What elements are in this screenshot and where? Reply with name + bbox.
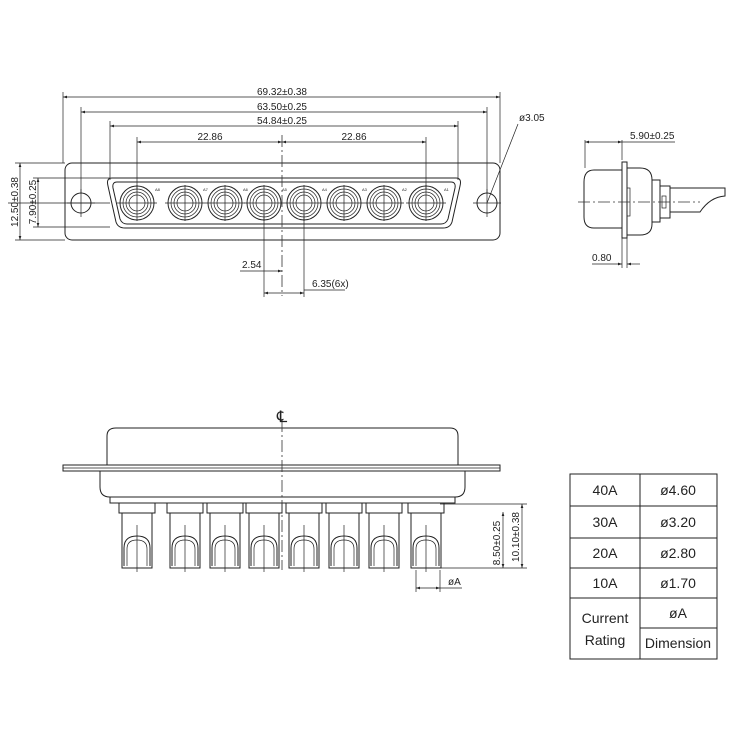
pin-label: A6 [243,187,249,192]
centerline-symbol: ℄ [276,409,288,426]
table-dimension: ø2.80 [660,545,696,561]
solder-cup [285,502,323,572]
solder-cup [325,502,363,572]
pin-length-dim: 8.50±0.25 [492,520,503,565]
offset-dim: 2.54 [242,260,262,271]
pin-label: A2 [402,187,408,192]
front-view: A8 A7 A6 A5 A4 A3 A2 A1 69.32±0.38 63.50±0.25 5… [8,87,545,297]
table-current: 40A [593,482,619,498]
solder-cup [166,502,204,572]
pin-contact: A5 [244,185,288,221]
solder-cup [407,502,445,572]
half-span-right-dim: 22.86 [341,132,366,143]
flange-thickness-dim: 0.80 [592,253,612,264]
pin-contact: A6 [205,185,249,221]
total-length-dim: 10.10±0.38 [511,512,522,562]
solder-cup [206,502,244,572]
shell-outer [107,177,461,229]
mating-shell [583,169,622,229]
pin-label: A8 [155,187,161,192]
flange-height-dim: 12.50±0.38 [10,177,21,227]
pin-label: A7 [203,187,209,192]
solder-cup [118,502,156,572]
hole-spacing-dim: 63.50±0.25 [257,102,307,113]
side-view: 5.90±0.25 0.80 [578,131,726,268]
pin-contact: A2 [364,185,408,221]
solder-cup [365,502,403,572]
pitch-dim: 6.35(6x) [312,279,349,290]
solder-cups [118,502,445,572]
table-dimension: ø4.60 [660,482,696,498]
table-current: 30A [593,514,619,530]
table-dimension: ø3.20 [660,514,696,530]
current-rating-table: 40A ø4.60 30A ø3.20 20A ø2.80 10A ø1.70 … [569,473,718,660]
header-dimension: Dimension [645,635,711,651]
half-span-left-dim: 22.86 [197,132,222,143]
pin-diameter-dim: øA [448,577,461,588]
bottom-view: ℄ 8.50±0.25 10.10±0.38 øA [62,409,527,592]
pin-contact: A1 [406,185,450,221]
table-dimension: ø1.70 [660,575,696,591]
solder-tail [670,187,726,213]
shell-width-dim: 54.84±0.25 [257,116,307,127]
pin-label: A5 [282,187,288,192]
flange-outline [64,162,501,241]
header-rating: Rating [585,632,625,648]
pin-contact: A3 [324,185,368,221]
table-current: 20A [593,545,619,561]
hole-diameter-dim: ø3.05 [519,113,545,124]
shell-inner [112,181,456,225]
pin-contact: A4 [284,185,328,221]
pin-contact: A8 [117,185,161,221]
header-symbol: øA [669,605,688,621]
overall-width-dim: 69.32±0.38 [257,87,307,98]
pin-label: A4 [322,187,328,192]
table-current: 10A [593,575,619,591]
pin-contact: A7 [165,185,209,221]
solder-cup [245,502,283,572]
depth-dim: 5.90±0.25 [630,131,675,142]
header-current: Current [582,610,629,626]
flange-edge [621,161,628,239]
pin-label: A1 [444,187,450,192]
pin-label: A3 [362,187,368,192]
shell-height-dim: 7.90±0.25 [28,179,39,224]
pin-contacts: A8 A7 A6 A5 A4 A3 A2 A1 [117,185,450,221]
body-top [106,427,459,465]
